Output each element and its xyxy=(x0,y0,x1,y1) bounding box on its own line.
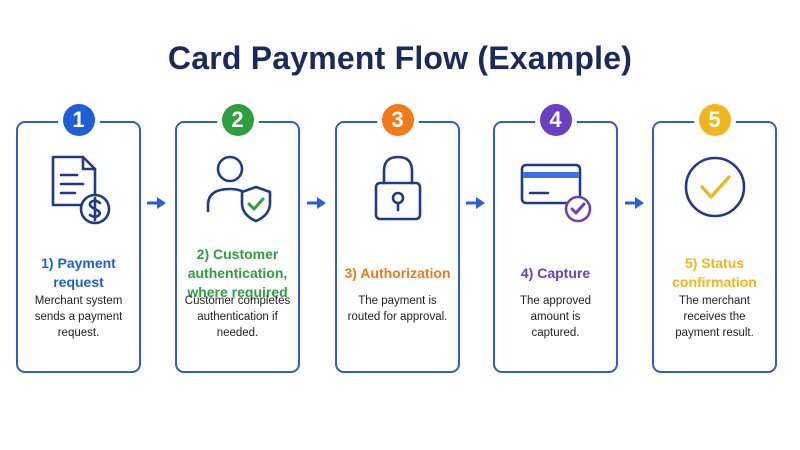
arrow-right-icon xyxy=(307,197,326,209)
step-title: 3) Authorization xyxy=(344,264,451,281)
step-number-badge: 5 xyxy=(698,104,731,136)
arrow-right-icon xyxy=(466,197,485,209)
step-description: The merchant receives the payment result… xyxy=(675,295,754,339)
step-card-authorization: 3 3) Authorization The payment is routed… xyxy=(335,104,460,373)
step-title: 4) Capture xyxy=(520,264,591,281)
step-title: 5) Status confirmation xyxy=(672,255,757,290)
step-number-badge: 1 xyxy=(62,104,95,136)
step-description: The payment is routed for approval. xyxy=(347,295,448,323)
check-circle-icon xyxy=(684,156,745,218)
step-description: Merchant system sends a payment request. xyxy=(34,295,123,339)
step-number-badge: 3 xyxy=(381,104,414,136)
step-title: 2) Customer authentication, where requir… xyxy=(187,245,288,300)
document-dollar-icon xyxy=(51,155,110,225)
step-card-status-confirmation: 5 5) Status confirmation The merchant re… xyxy=(652,104,777,373)
padlock-icon xyxy=(374,155,421,221)
step-number-badge: 4 xyxy=(539,104,572,136)
step-card-capture: 4 4) Capture The approved amount is capt… xyxy=(493,104,618,373)
step-card-payment-request: 1 1) Payment request Merchant system sen… xyxy=(16,104,141,373)
step-title: 1) Payment request xyxy=(41,255,116,290)
credit-card-check-icon xyxy=(520,163,591,223)
page-title: Card Payment Flow (Example) xyxy=(167,40,633,76)
step-number-badge: 2 xyxy=(221,104,254,136)
user-shield-check-icon xyxy=(206,155,271,223)
arrow-right-icon xyxy=(625,197,644,209)
step-description: Customer completes authentication if nee… xyxy=(184,295,291,339)
step-card-customer-authentication: 2 2) Customer authentication, where requ… xyxy=(175,104,300,373)
arrow-right-icon xyxy=(147,197,166,209)
step-description: The approved amount is captured. xyxy=(520,295,591,339)
